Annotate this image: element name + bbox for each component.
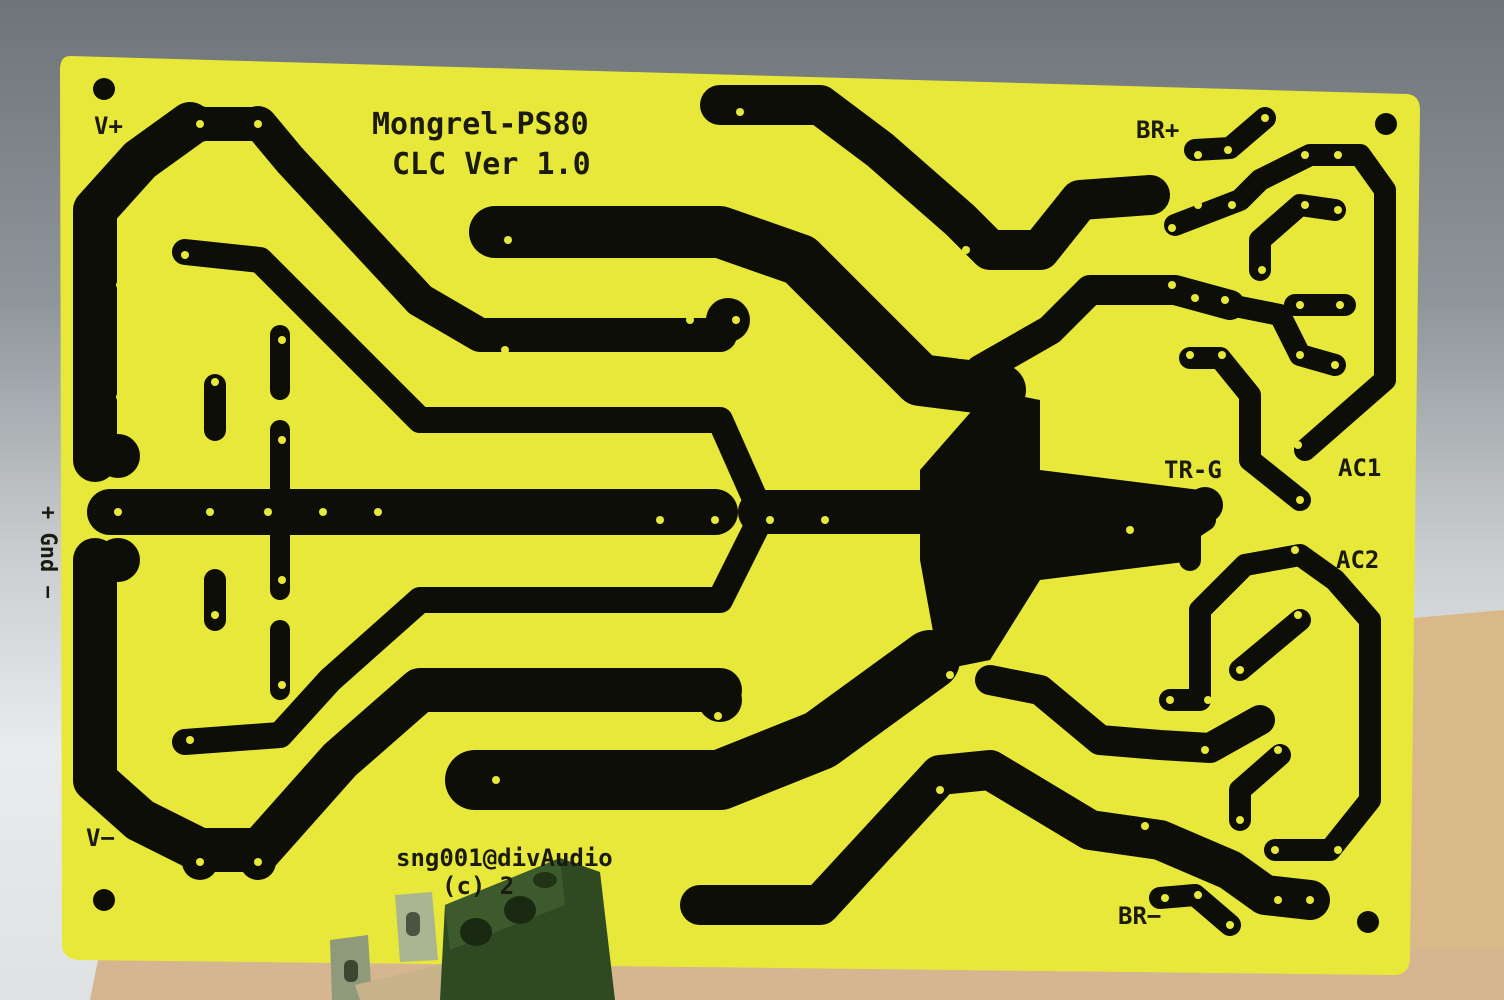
vias <box>114 108 1344 929</box>
terminal-block <box>440 858 615 1000</box>
label-v-plus: V+ <box>94 112 123 140</box>
board-title: Mongrel-PS80 <box>372 107 589 142</box>
mounting-holes <box>93 78 1397 933</box>
label-v-minus: V− <box>86 824 115 852</box>
label-br-plus: BR+ <box>1136 116 1180 144</box>
label-gnd: + Gnd − <box>35 506 60 599</box>
label-ac2: AC2 <box>1336 546 1380 574</box>
label-tr-g: TR-G <box>1164 456 1222 484</box>
board-version: CLC Ver 1.0 <box>392 147 591 182</box>
label-ac1: AC1 <box>1338 454 1382 482</box>
label-copyright: (c) 2 <box>442 872 515 900</box>
label-email: sng001@divAudio <box>396 844 613 872</box>
label-br-minus: BR− <box>1118 902 1162 930</box>
